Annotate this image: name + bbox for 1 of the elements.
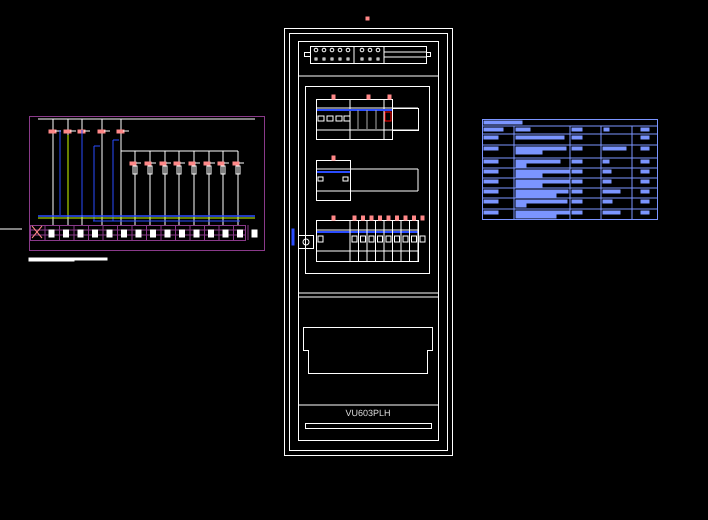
model-label: VU603PLH bbox=[344, 408, 392, 419]
